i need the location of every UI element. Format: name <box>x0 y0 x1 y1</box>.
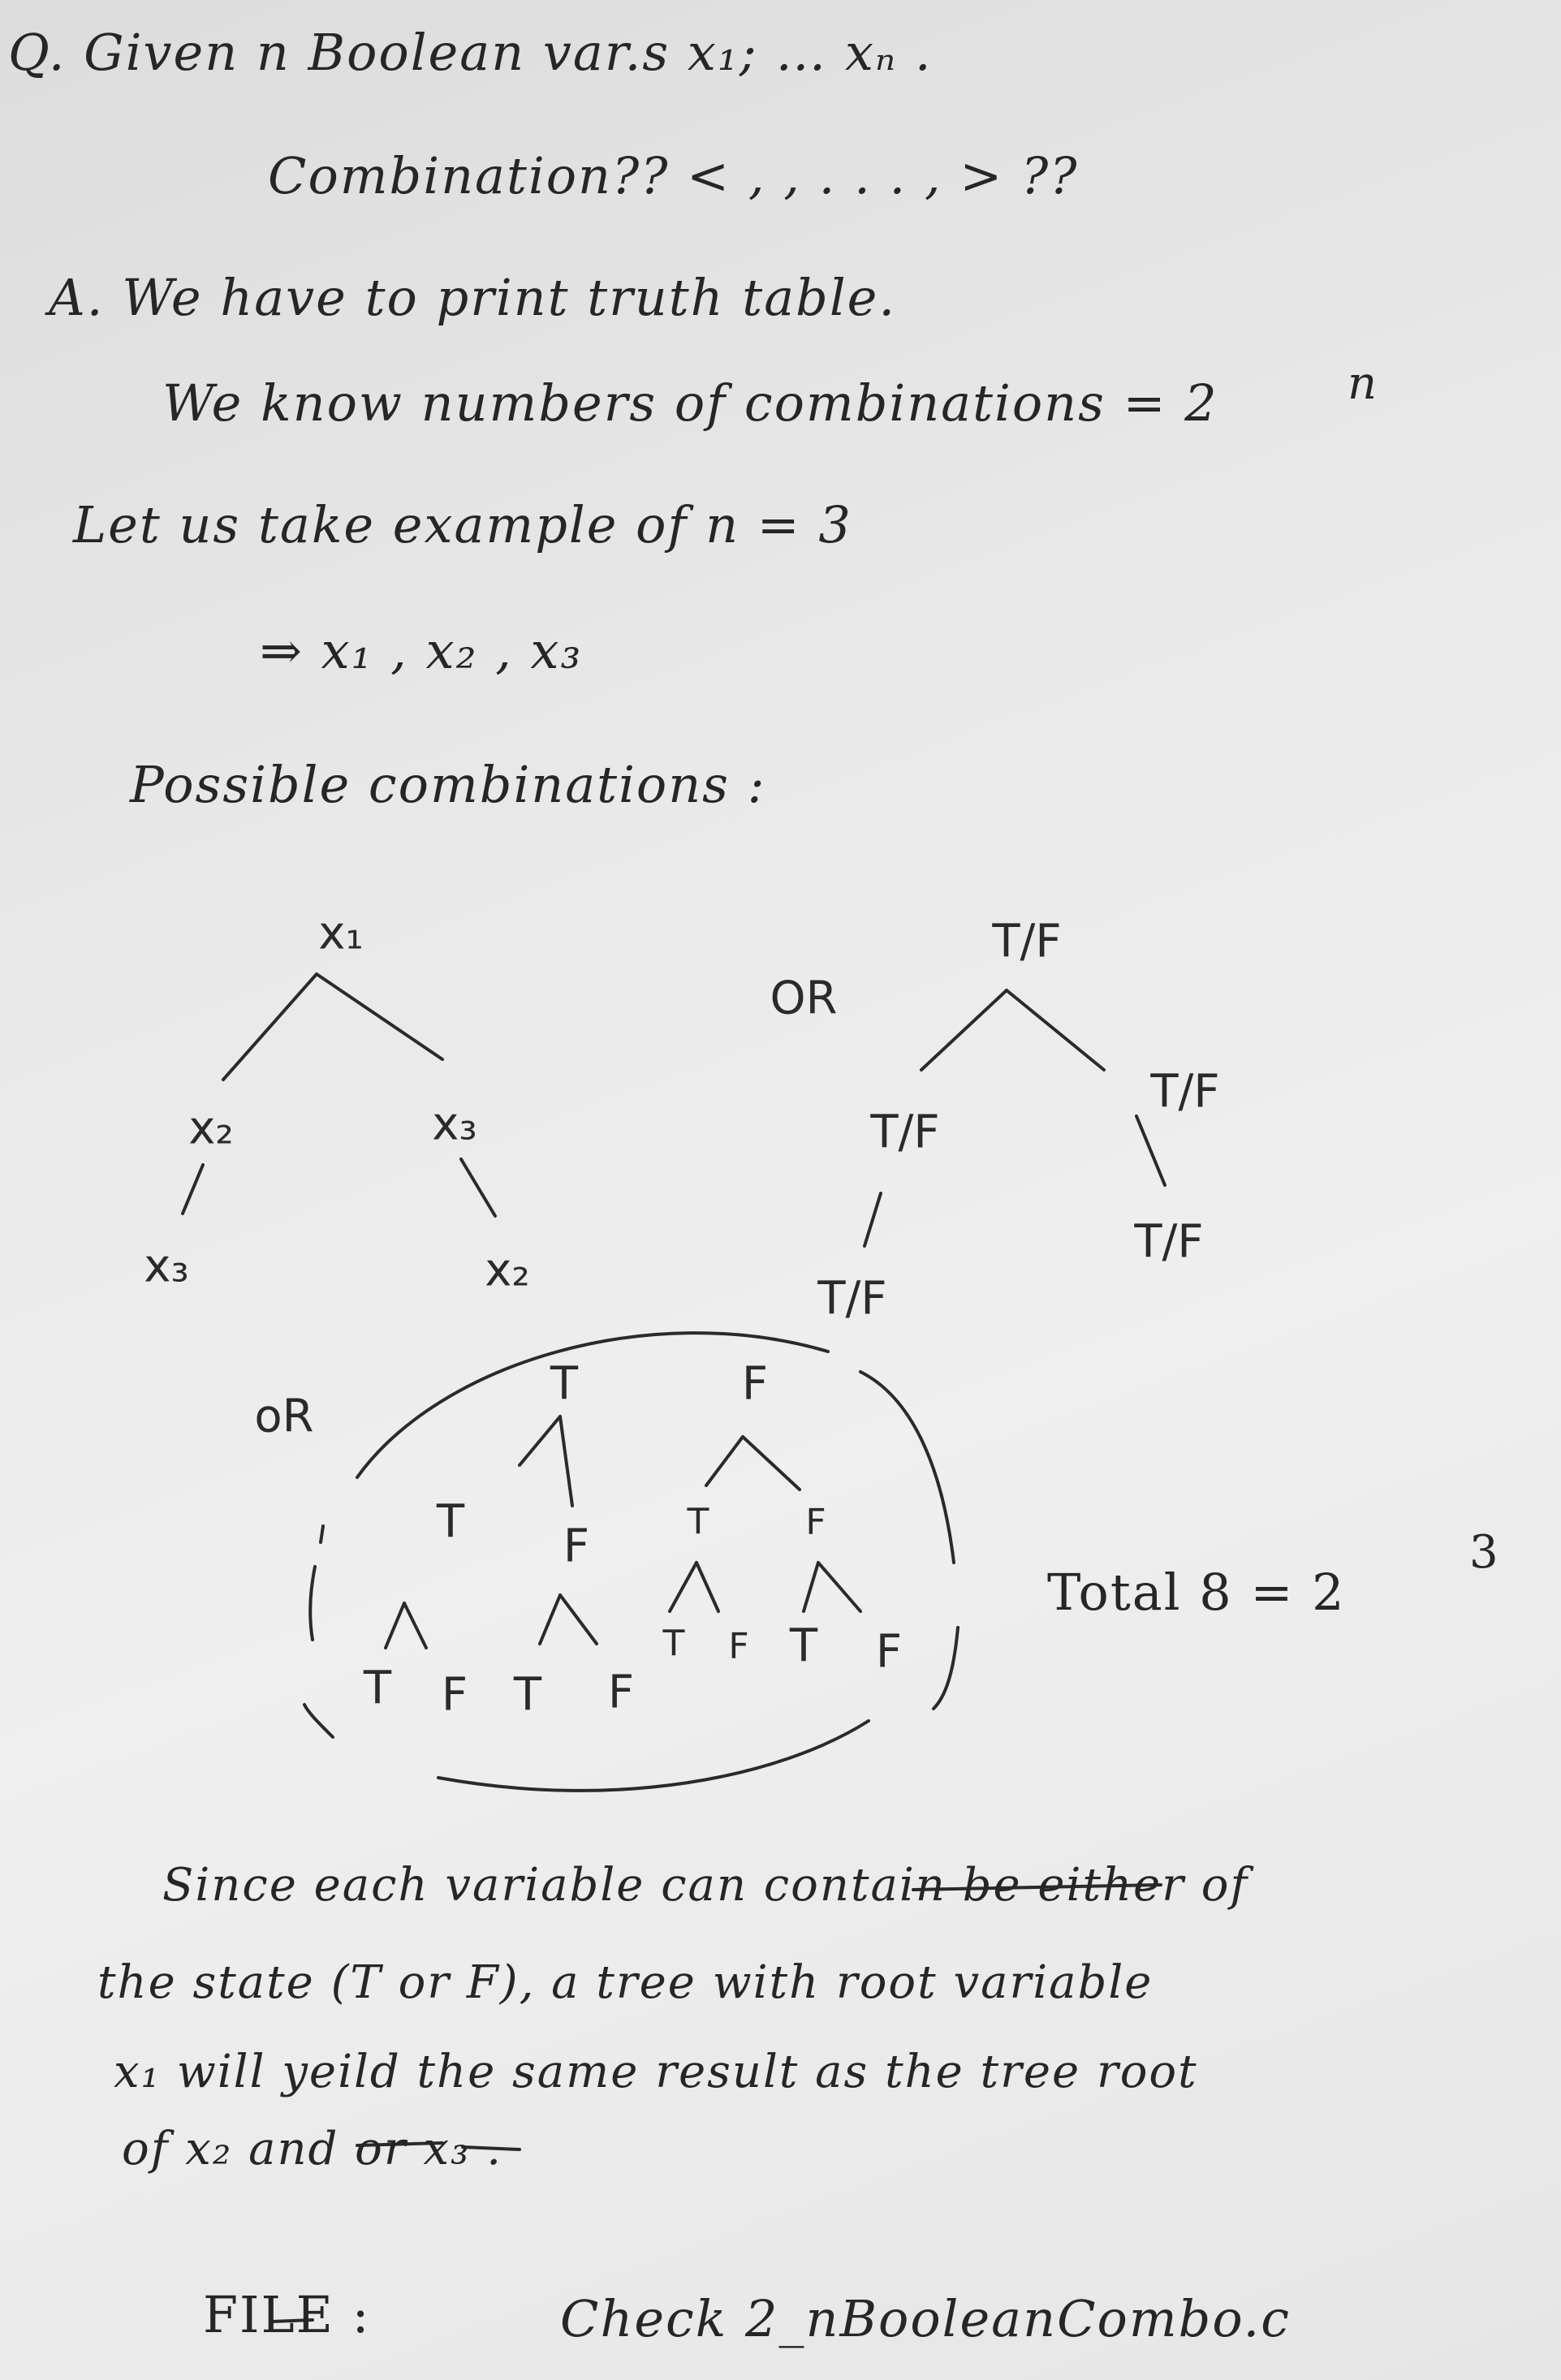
full-tree-l2-node: F <box>875 1625 903 1679</box>
tf-tree-right-child: T/F <box>1134 1215 1204 1269</box>
tf-tree-right: T/F <box>1150 1065 1220 1119</box>
var-tree-left-child: x₃ <box>144 1240 189 1293</box>
answer-line-2-exponent: n <box>1348 357 1379 410</box>
full-tree-l2-node: F <box>441 1668 468 1722</box>
explanation-line-2: the state (T or F), a tree with root var… <box>97 1956 1154 2009</box>
answer-line-2: We know numbers of combinations = 2 <box>162 373 1218 433</box>
full-tree-l2-node: T <box>513 1668 542 1722</box>
full-tree-l2-node: F <box>728 1625 749 1667</box>
var-tree-left: x₂ <box>188 1102 234 1155</box>
answer-line-3: Let us take example of n = 3 <box>73 495 852 554</box>
full-tree-l2-node: T <box>662 1623 685 1665</box>
file-value: Check 2_nBooleanCombo.c <box>560 2289 1291 2348</box>
full-tree-l1-node: T <box>687 1501 709 1543</box>
explanation-line-1: Since each variable can contain be eithe… <box>162 1859 1249 1912</box>
full-tree-l2-node: F <box>607 1666 635 1719</box>
full-tree-l1-node: T <box>436 1495 465 1549</box>
answer-line-5: Possible combinations : <box>130 755 766 814</box>
tf-tree-root: T/F <box>992 915 1062 968</box>
answer-line-4: ⇒ x₁ , x₂ , x₃ <box>260 621 583 680</box>
var-tree-right: x₃ <box>432 1097 477 1151</box>
full-tree-root-f: F <box>741 1357 769 1411</box>
tf-tree-left: T/F <box>870 1106 940 1159</box>
question-line-2: Combination?? < , , . . . , > ?? <box>268 146 1079 205</box>
question-line-1: Q. Given n Boolean var.s x₁; … xₙ . <box>8 23 933 82</box>
full-tree-l1-node: F <box>805 1501 826 1543</box>
or-label-first: OR <box>770 972 838 1025</box>
tf-tree-left-child: T/F <box>817 1272 887 1326</box>
explanation-line-3: x₁ will yeild the same result as the tre… <box>114 2046 1198 2098</box>
var-tree-right-child: x₂ <box>485 1244 530 1297</box>
full-tree-l2-node: T <box>789 1619 818 1673</box>
total-exponent: 3 <box>1469 1526 1500 1579</box>
total-label: Total 8 = 2 <box>1047 1563 1346 1622</box>
var-tree-root: x₁ <box>318 907 364 960</box>
full-tree-root-t: T <box>550 1357 579 1411</box>
full-tree-l1-node: F <box>563 1520 590 1573</box>
or-label-second: oR <box>254 1390 314 1443</box>
explanation-line-4: of x₂ and or x₃ . <box>122 2123 503 2175</box>
file-label: FILE : <box>203 2285 371 2344</box>
full-tree-l2-node: T <box>363 1662 392 1715</box>
answer-line-1: A. We have to print truth table. <box>49 268 897 327</box>
